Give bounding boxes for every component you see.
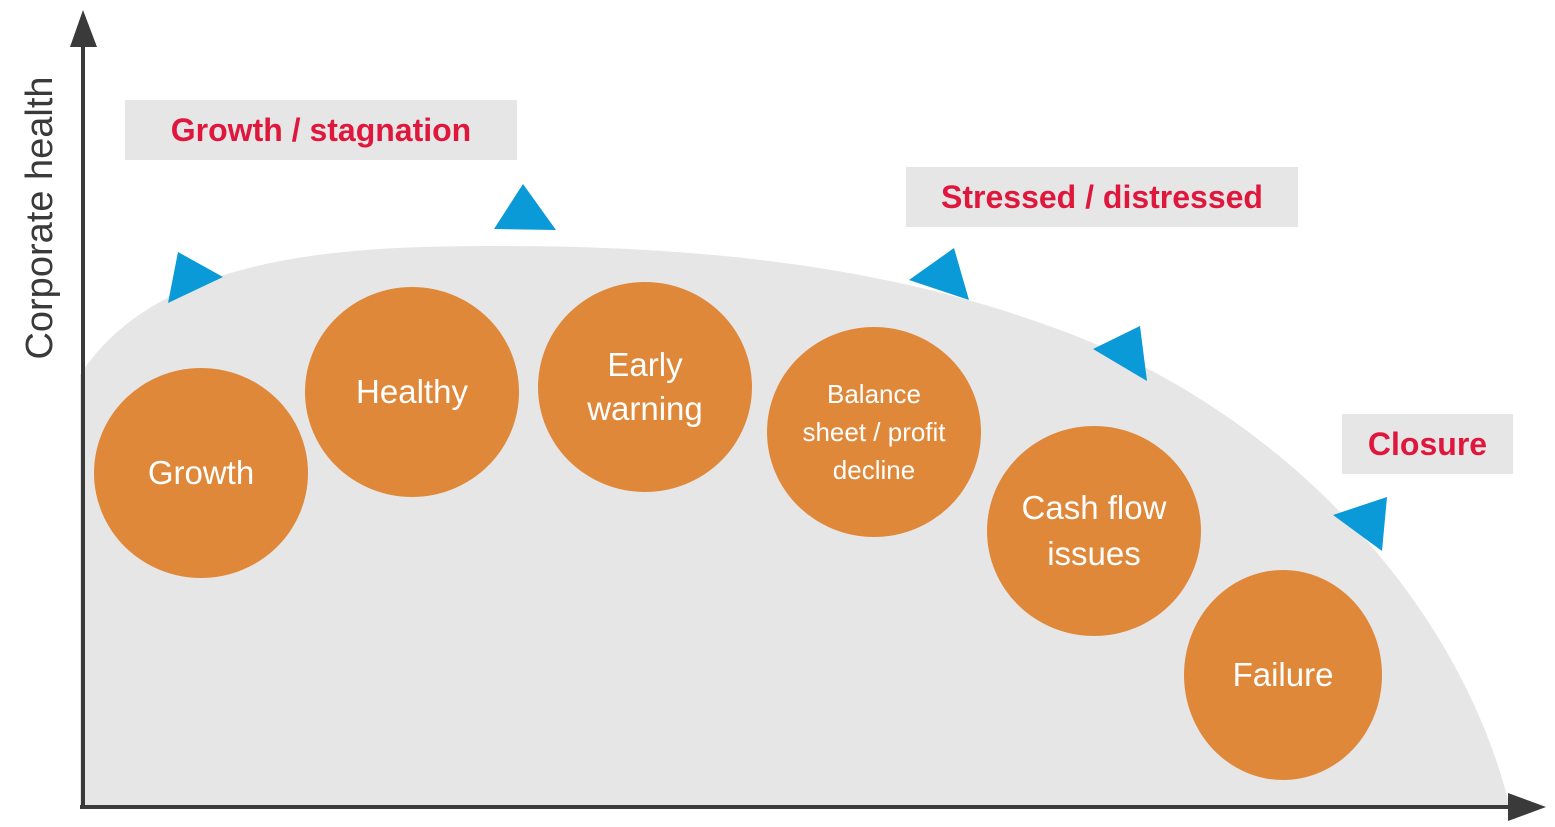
stage-circle-failure: Failure <box>1184 570 1382 780</box>
triangle-marker-icon <box>909 248 969 300</box>
phase-label-stressed-distressed: Stressed / distressed <box>906 167 1298 227</box>
stage-label: Balance sheet / profit decline <box>802 379 946 485</box>
stage-label: Failure <box>1232 656 1334 693</box>
stage-circle-cash-flow-issues: Cash flow issues <box>987 426 1201 636</box>
stage-circle-early-warning: Early warning <box>538 282 752 492</box>
stage-circle-healthy: Healthy <box>305 287 519 497</box>
y-axis-title: Corporate health <box>19 76 61 360</box>
stage-label: Cash flow issues <box>1021 489 1167 572</box>
triangle-marker-icon <box>1333 497 1387 551</box>
stage-label: Healthy <box>356 373 468 410</box>
phase-label-growth-stagnation: Growth / stagnation <box>125 100 517 160</box>
stage-label: Early warning <box>587 346 703 427</box>
x-axis-arrowhead <box>1508 793 1546 821</box>
stage-circle-balance-sheet-decline: Balance sheet / profit decline <box>767 327 981 537</box>
stage-label: Growth <box>147 454 255 491</box>
triangle-marker-icon <box>1093 326 1147 381</box>
y-axis-arrowhead <box>70 10 97 47</box>
triangle-marker-icon <box>168 252 223 303</box>
stage-circle-growth: Growth <box>94 368 308 578</box>
phase-label-closure: Closure <box>1342 414 1513 474</box>
triangle-marker-icon <box>494 184 556 230</box>
